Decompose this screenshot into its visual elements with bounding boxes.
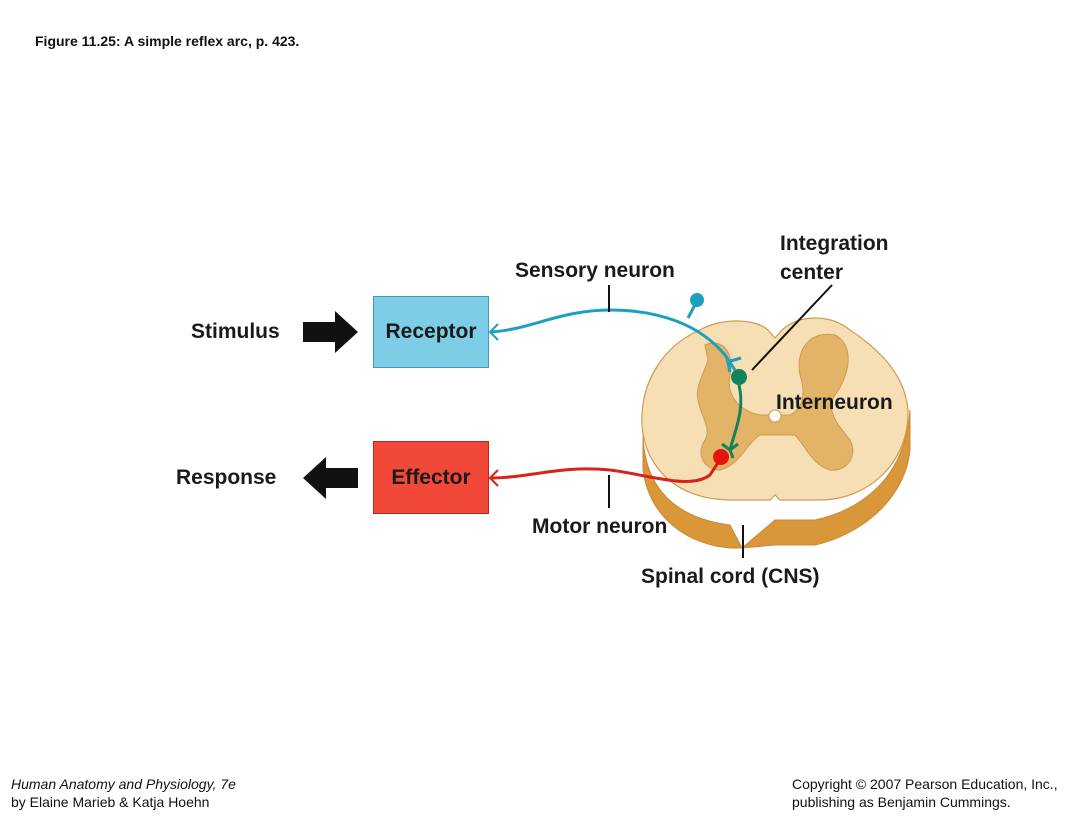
interneuron-synapse	[721, 442, 739, 459]
footer-authors: by Elaine Marieb & Katja Hoehn	[11, 794, 210, 810]
motor-neuron-axon	[489, 457, 723, 483]
response-arrow-icon	[303, 457, 358, 499]
integration-center-label-line2: center	[780, 261, 844, 284]
footer-publisher: publishing as Benjamin Cummings.	[792, 794, 1011, 810]
interneuron-axon	[728, 384, 743, 451]
figure-caption: Figure 11.25: A simple reflex arc, p. 42…	[35, 33, 300, 49]
effector-label: Effector	[391, 465, 471, 489]
spinal-cord-label: Spinal cord (CNS)	[641, 565, 820, 588]
central-canal	[768, 409, 782, 423]
integration-center-label-line1: Integration	[780, 232, 889, 255]
footer-copyright-block: Copyright © 2007 Pearson Education, Inc.…	[792, 775, 1058, 811]
response-label: Response	[176, 466, 277, 489]
sensory-neuron-axon	[489, 308, 737, 371]
sensory-synapse	[725, 356, 742, 373]
motor-neuron-terminal	[488, 469, 499, 487]
effector-box: Effector	[373, 441, 489, 514]
footer-book-title: Human Anatomy and Physiology, 7e	[11, 776, 236, 792]
sensory-neuron-dendrite-tip	[488, 323, 499, 341]
receptor-box: Receptor	[373, 296, 489, 368]
stimulus-label: Stimulus	[191, 320, 280, 343]
integration-center-leader	[751, 284, 833, 371]
receptor-label: Receptor	[385, 320, 477, 343]
spinal-cord-gray-matter	[696, 333, 854, 471]
footer-copyright: Copyright © 2007 Pearson Education, Inc.…	[792, 776, 1058, 792]
stimulus-arrow-icon	[303, 311, 358, 353]
footer-book-credit: Human Anatomy and Physiology, 7e by Elai…	[11, 775, 236, 811]
motor-neuron-cell-body	[713, 449, 729, 465]
sensory-neuron-cell-body	[690, 293, 704, 307]
interneuron-cell-body	[731, 369, 747, 385]
interneuron-label: Interneuron	[776, 391, 893, 414]
sensory-neuron-label: Sensory neuron	[515, 259, 675, 282]
motor-neuron-label: Motor neuron	[532, 515, 668, 538]
spinal-cord-side	[642, 409, 911, 549]
